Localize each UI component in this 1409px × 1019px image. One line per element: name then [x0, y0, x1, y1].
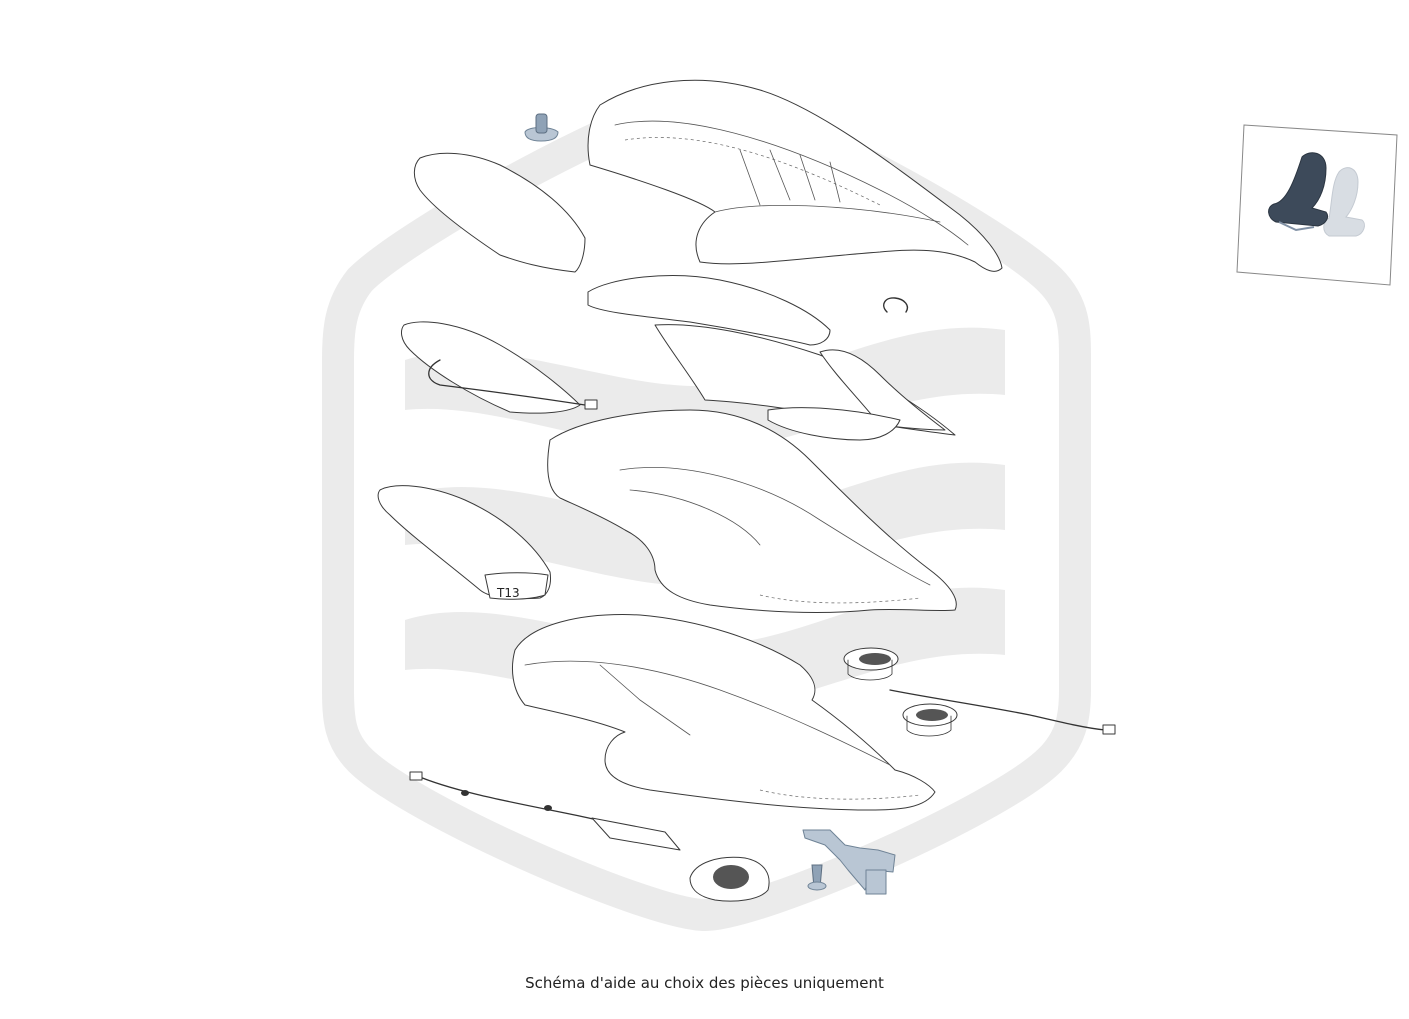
foam-cushion-outline — [547, 409, 957, 613]
dark-seat-shape — [1268, 152, 1329, 227]
bolster-pad-wire — [428, 359, 586, 406]
screw-head — [807, 881, 827, 891]
light-seat-shape — [1323, 167, 1365, 237]
seat-cover-outline — [587, 79, 1003, 272]
harness-module — [591, 817, 681, 851]
thumbnail-border — [1236, 124, 1398, 286]
bolster-pad-connector — [584, 399, 598, 410]
side-panel-lower-tag — [484, 572, 549, 600]
part-label-t13: T13 — [496, 586, 520, 600]
seat-cushion-cover-seam — [524, 660, 891, 766]
heating-pad-flap — [819, 349, 946, 431]
blower-fan-grille — [713, 865, 749, 889]
ventilation-discs[interactable] — [843, 647, 1116, 737]
harness-connector — [409, 771, 423, 781]
light-seat-icon — [1323, 167, 1365, 237]
wiring-harness[interactable] — [409, 771, 681, 851]
seat-cover-front-edge — [714, 205, 941, 223]
vent-disc-1-body — [847, 659, 893, 681]
push-clip-top[interactable] — [524, 113, 559, 142]
foam-cushion-contour — [619, 467, 931, 586]
seat-cover-seam — [614, 120, 969, 246]
vent-harness-wire — [889, 689, 1106, 731]
seat-cushion-cover-pleat — [599, 664, 691, 736]
screw[interactable] — [807, 864, 827, 891]
harness-grommet-2 — [544, 805, 552, 811]
heating-pad-connector-strip — [767, 407, 901, 441]
foam-cushion-underside — [759, 594, 921, 604]
mounting-bracket[interactable] — [802, 829, 896, 895]
vent-disc-2-grille — [916, 709, 948, 721]
side-panel-top[interactable] — [413, 152, 586, 273]
heating-pad-back — [587, 275, 831, 346]
foam-cushion-channel — [629, 489, 761, 546]
side-panel-lower-outline — [377, 485, 551, 600]
ring-clip[interactable] — [883, 297, 909, 313]
seat-cover-pleats — [739, 149, 841, 206]
seat-cover-stitch — [624, 137, 881, 206]
bracket-tab — [865, 869, 887, 895]
side-panel-lower[interactable]: T13 — [377, 485, 551, 600]
foam-cushion[interactable] — [547, 409, 957, 613]
vent-disc-2-body — [906, 715, 952, 737]
seat-cushion-cover-stitch — [759, 789, 921, 800]
vent-harness-connector — [1102, 724, 1116, 735]
vent-disc-1-grille — [859, 653, 891, 665]
seat-rail-icon — [1278, 221, 1315, 232]
bolster-pad-outline — [401, 321, 581, 414]
bolster-pad[interactable] — [401, 321, 598, 414]
seat-cover[interactable] — [587, 79, 1003, 272]
seat-cushion-cover-outline — [512, 614, 936, 811]
ring-clip-shape — [883, 297, 909, 313]
seat-thumbnail-frame — [1236, 124, 1398, 286]
blower-fan[interactable] — [689, 856, 770, 902]
push-clip-stem — [535, 113, 548, 134]
diagram-caption: Schéma d'aide au choix des pièces unique… — [525, 974, 884, 992]
harness-grommet-1 — [461, 790, 469, 796]
heating-pad[interactable] — [587, 275, 956, 441]
seat-thumbnail[interactable] — [1236, 124, 1398, 286]
side-panel-top-outline — [413, 152, 586, 273]
seat-cushion-cover[interactable] — [512, 614, 936, 811]
dark-seat-icon — [1268, 152, 1329, 232]
watermark-hexagon — [322, 84, 1091, 931]
